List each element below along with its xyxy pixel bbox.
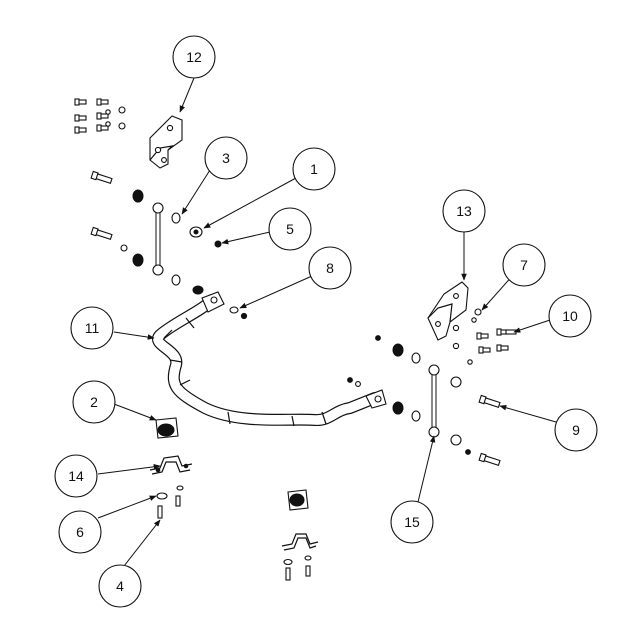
callout-6: 6	[58, 510, 102, 554]
callout-label: 6	[76, 524, 84, 540]
right-end-link	[428, 364, 440, 438]
callout-15: 15	[390, 500, 434, 544]
sway-bar	[151, 291, 387, 427]
callout-label: 8	[326, 260, 334, 276]
callout-5: 5	[268, 207, 312, 251]
callout-label: 1	[310, 161, 318, 177]
callout-label: 3	[222, 150, 230, 166]
callout-1: 1	[292, 147, 336, 191]
callout-label: 13	[456, 203, 472, 219]
center-bushing-set	[281, 489, 319, 581]
part-2-bushing	[155, 417, 179, 439]
part-7-nut	[474, 308, 482, 316]
right-frame-bracket	[427, 281, 469, 341]
callout-9: 9	[554, 408, 598, 452]
part-4-bolt	[157, 495, 181, 519]
callout-14: 14	[54, 454, 98, 498]
part-1-washer	[189, 226, 204, 295]
left-link-bushings	[132, 189, 181, 286]
callout-10: 10	[548, 294, 592, 338]
callout-label: 5	[286, 221, 294, 237]
part-14-strap	[149, 455, 193, 475]
left-frame-bracket	[149, 115, 183, 169]
callout-8: 8	[308, 246, 352, 290]
callout-label: 10	[562, 308, 578, 324]
callout-2: 2	[72, 380, 116, 424]
callout-label: 4	[116, 578, 124, 594]
callout-11: 11	[70, 306, 114, 350]
part-9-long-bolts	[478, 394, 501, 467]
callout-label: 9	[572, 422, 580, 438]
right-link-bushings	[392, 343, 471, 455]
callout-label: 14	[68, 468, 84, 484]
callout-label: 2	[90, 394, 98, 410]
callout-7: 7	[502, 243, 546, 287]
callout-4: 4	[98, 564, 142, 608]
callout-3: 3	[204, 136, 248, 180]
callout-label: 7	[520, 257, 528, 273]
left-bolt-set	[74, 98, 126, 134]
left-long-bolts	[90, 170, 128, 252]
callout-label: 12	[186, 49, 202, 65]
callout-label: 11	[85, 320, 100, 336]
left-end-link	[152, 202, 164, 276]
callout-label: 15	[404, 514, 420, 530]
part-5-nut	[214, 240, 222, 248]
part-8-hardware	[229, 306, 248, 320]
right-hardware-set	[347, 317, 509, 387]
part-6-washer	[156, 485, 184, 500]
callout-13: 13	[442, 189, 486, 233]
callout-12: 12	[172, 35, 216, 79]
leader-lines	[97, 77, 557, 567]
